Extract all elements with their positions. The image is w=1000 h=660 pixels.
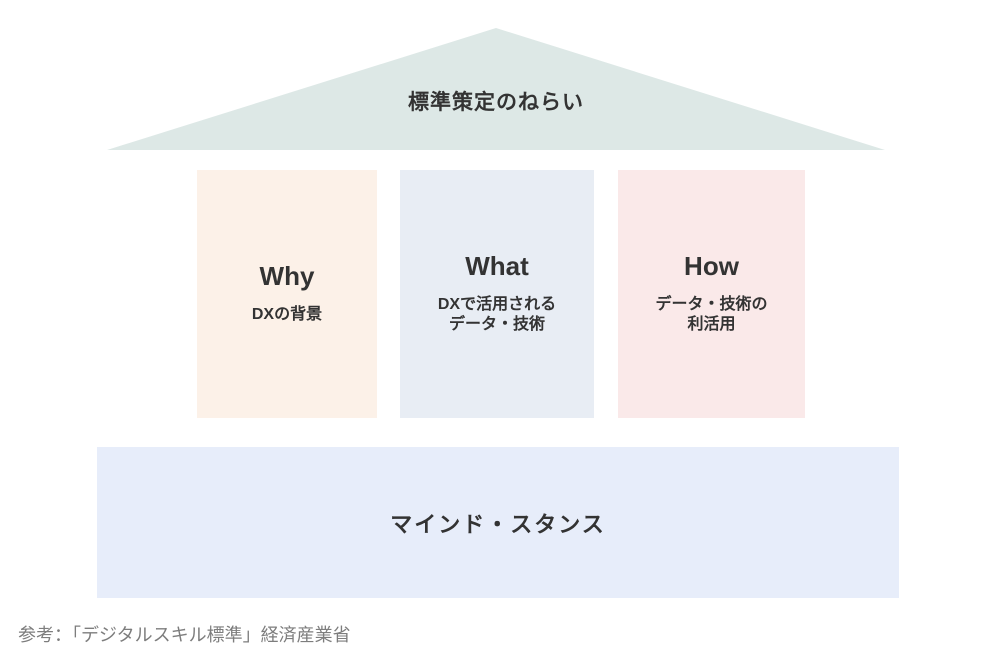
foundation-label: マインド・スタンス xyxy=(390,511,606,537)
foundation-bar: マインド・スタンス xyxy=(97,447,899,598)
pillar-what-title: What xyxy=(465,251,529,282)
pillar-how: How データ・技術の 利活用 xyxy=(618,170,805,418)
pillar-why: Why DXの背景 xyxy=(197,170,377,418)
pillar-what-subtitle-line: DXで活用される xyxy=(437,295,557,313)
pillar-what-subtitle: DXで活用される データ・技術 xyxy=(438,295,556,336)
pillar-how-title: How xyxy=(684,251,739,282)
source-caption: 参考：「デジタルスキル標準」経済産業省 xyxy=(18,625,351,645)
pillar-how-subtitle-line: データ・技術の xyxy=(655,295,768,313)
pillar-why-subtitle: DXの背景 xyxy=(252,305,322,325)
pillar-how-subtitle: データ・技術の 利活用 xyxy=(655,295,767,336)
pillar-what-subtitle-line: データ・技術 xyxy=(448,316,545,334)
roof-title: 標準策定のねらい xyxy=(408,91,584,114)
pillar-what: What DXで活用される データ・技術 xyxy=(400,170,594,418)
pillar-why-title: Why xyxy=(259,261,315,292)
pillar-how-subtitle-line: 利活用 xyxy=(687,316,736,334)
pillar-why-subtitle-line: DXの背景 xyxy=(251,306,323,324)
